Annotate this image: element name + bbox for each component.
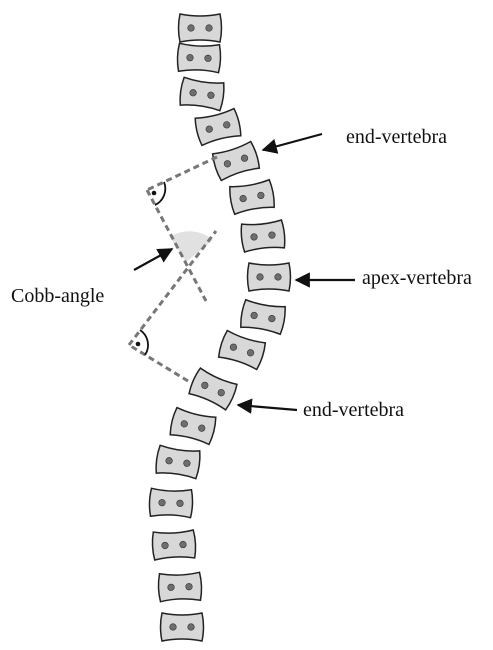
cobb-angle-label: Cobb-angle [11, 285, 104, 307]
vertebra-14 [149, 488, 193, 517]
vertebra-8-apex-vertebra [248, 263, 291, 291]
right-angle-dot-upper [152, 191, 157, 196]
vertebra-3 [179, 77, 225, 111]
vertebra-1 [179, 14, 222, 42]
arrow-cobb-angle [134, 249, 172, 270]
right-angle-dot-lower [136, 342, 141, 347]
end-vertebra-top-label: end-vertebra [346, 126, 447, 148]
vertebra-9 [239, 299, 286, 334]
vertebra-13 [155, 445, 201, 479]
vertebra-2 [177, 43, 221, 72]
vertebra-6 [228, 179, 275, 214]
lower-perpendicular-line [129, 231, 216, 345]
vertebra-5-end-vertebra-top [211, 141, 261, 181]
upper-endplate-line [147, 157, 217, 190]
vertebra-17 [161, 613, 204, 641]
end-vertebra-bottom-label: end-vertebra [303, 399, 404, 421]
arrow-end-vertebra-top [263, 134, 322, 150]
lower-endplate-line [129, 345, 188, 381]
vertebra-4 [194, 108, 242, 146]
apex-vertebra-label: apex-vertebra [362, 267, 472, 289]
vertebra-16 [158, 572, 202, 601]
spine [149, 14, 290, 641]
vertebra-10 [217, 330, 267, 370]
vertebra-12 [169, 407, 217, 445]
vertebra-11-end-vertebra-bottom [188, 367, 239, 410]
vertebra-7 [240, 220, 286, 252]
vertebra-15 [152, 530, 196, 560]
cobb-angle-construction [129, 157, 217, 381]
arrow-end-vertebra-bottom [238, 405, 297, 410]
